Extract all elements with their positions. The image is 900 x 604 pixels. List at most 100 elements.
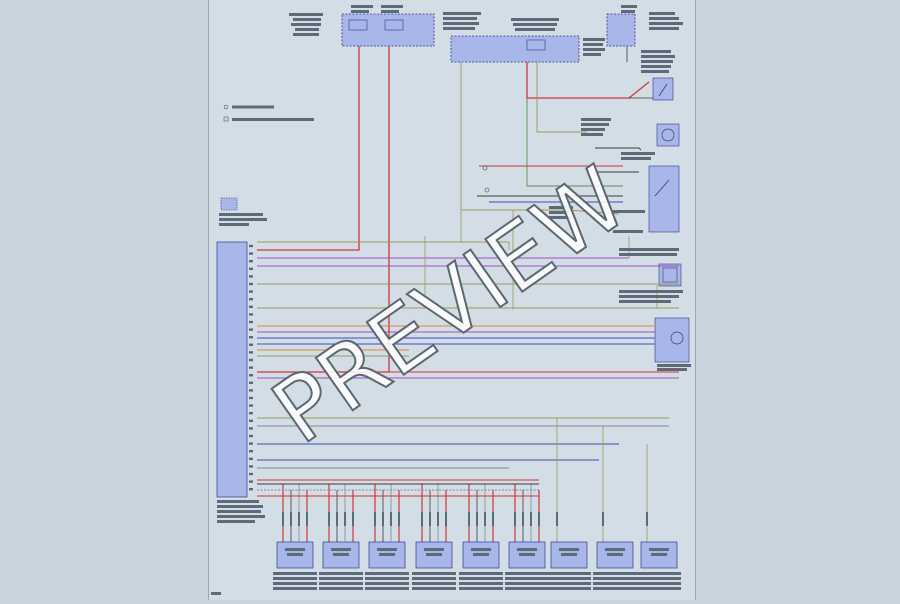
component-label xyxy=(649,548,669,551)
component-label xyxy=(519,553,535,556)
pin-label xyxy=(249,290,253,293)
wire-label xyxy=(421,512,423,526)
connector-right-middle xyxy=(654,317,690,363)
pin-label xyxy=(249,282,253,286)
horizontal-wires xyxy=(257,210,679,469)
caption-line xyxy=(412,577,456,580)
wire-label xyxy=(484,512,486,526)
component-label xyxy=(426,553,442,556)
component-label xyxy=(285,548,305,551)
caption-line xyxy=(365,582,409,585)
caption-line xyxy=(365,587,409,590)
wire-label xyxy=(328,512,330,526)
caption-line xyxy=(459,577,503,580)
wire-label xyxy=(445,512,447,526)
motor-symbol xyxy=(656,123,680,147)
pin-label xyxy=(249,343,253,346)
wire-label xyxy=(514,512,516,526)
bottom-components xyxy=(273,541,681,590)
wire-label xyxy=(390,512,392,526)
pin-label xyxy=(249,336,253,339)
wire-label xyxy=(429,512,431,526)
caption-line xyxy=(547,587,591,590)
component-label xyxy=(471,548,491,551)
wire-label xyxy=(556,512,558,526)
pin-label xyxy=(249,381,253,384)
wire-label xyxy=(344,512,346,526)
pin-label xyxy=(249,313,253,316)
pin-label xyxy=(249,389,253,392)
sensor-symbol xyxy=(658,263,682,287)
caption-line xyxy=(637,582,681,585)
caption-line xyxy=(637,572,681,575)
pin-label xyxy=(249,275,253,278)
switch-upper-right xyxy=(652,77,674,101)
actuator-component xyxy=(648,165,680,233)
wire-label xyxy=(538,512,540,526)
wire-label xyxy=(468,512,470,526)
component-label xyxy=(473,553,489,556)
wire-label xyxy=(352,512,354,526)
caption-line xyxy=(273,587,317,590)
caption-line xyxy=(593,582,637,585)
caption-line xyxy=(593,577,637,580)
caption-line xyxy=(505,572,549,575)
pin-label xyxy=(249,419,253,422)
wire-label xyxy=(336,512,338,526)
power-wires xyxy=(257,46,658,373)
right-labels xyxy=(211,118,691,595)
pin-label xyxy=(249,472,253,476)
wire-label xyxy=(298,512,300,526)
pin-label xyxy=(249,465,253,468)
wire-label xyxy=(374,512,376,526)
caption-line xyxy=(459,572,503,575)
pin-label xyxy=(249,427,253,430)
fuse-box-left xyxy=(341,13,435,47)
fuse-box-right xyxy=(606,13,636,47)
control-module xyxy=(216,241,265,523)
caption-line xyxy=(505,577,549,580)
pin-label xyxy=(249,328,253,331)
wire-label xyxy=(492,512,494,526)
component-label xyxy=(651,553,667,556)
wire-label xyxy=(398,512,400,526)
pin-label xyxy=(249,450,253,453)
caption-line xyxy=(593,572,637,575)
pin-label xyxy=(249,480,253,483)
pin-label xyxy=(249,374,253,377)
pin-label xyxy=(249,320,253,324)
signal-wires-olive xyxy=(460,62,642,215)
wire-label xyxy=(282,512,284,526)
pin-label xyxy=(249,267,253,270)
caption-line xyxy=(505,582,549,585)
pin-label xyxy=(249,396,253,400)
component-label xyxy=(379,553,395,556)
wire-label xyxy=(306,512,308,526)
pin-label xyxy=(249,305,253,308)
caption-line xyxy=(637,577,681,580)
caption-line xyxy=(459,582,503,585)
caption-line xyxy=(637,587,681,590)
component-label xyxy=(377,548,397,551)
wire-label xyxy=(476,512,478,526)
caption-line xyxy=(412,582,456,585)
wiring-diagram xyxy=(211,5,691,595)
caption-line xyxy=(547,577,591,580)
legend xyxy=(223,104,314,122)
bottom-connector-wires xyxy=(257,418,648,542)
fuse-box-center xyxy=(450,35,580,63)
pin-label xyxy=(249,358,253,362)
caption-line xyxy=(593,587,637,590)
component-label xyxy=(561,553,577,556)
component-label xyxy=(287,553,303,556)
pin-label xyxy=(249,260,253,263)
caption-line xyxy=(505,587,549,590)
pin-label xyxy=(249,351,253,354)
component-label xyxy=(517,548,537,551)
wire-label xyxy=(530,512,532,526)
pin-label xyxy=(249,244,253,248)
header-labels xyxy=(289,5,683,73)
component-left-dashed xyxy=(219,197,267,226)
pin-label xyxy=(249,457,253,460)
